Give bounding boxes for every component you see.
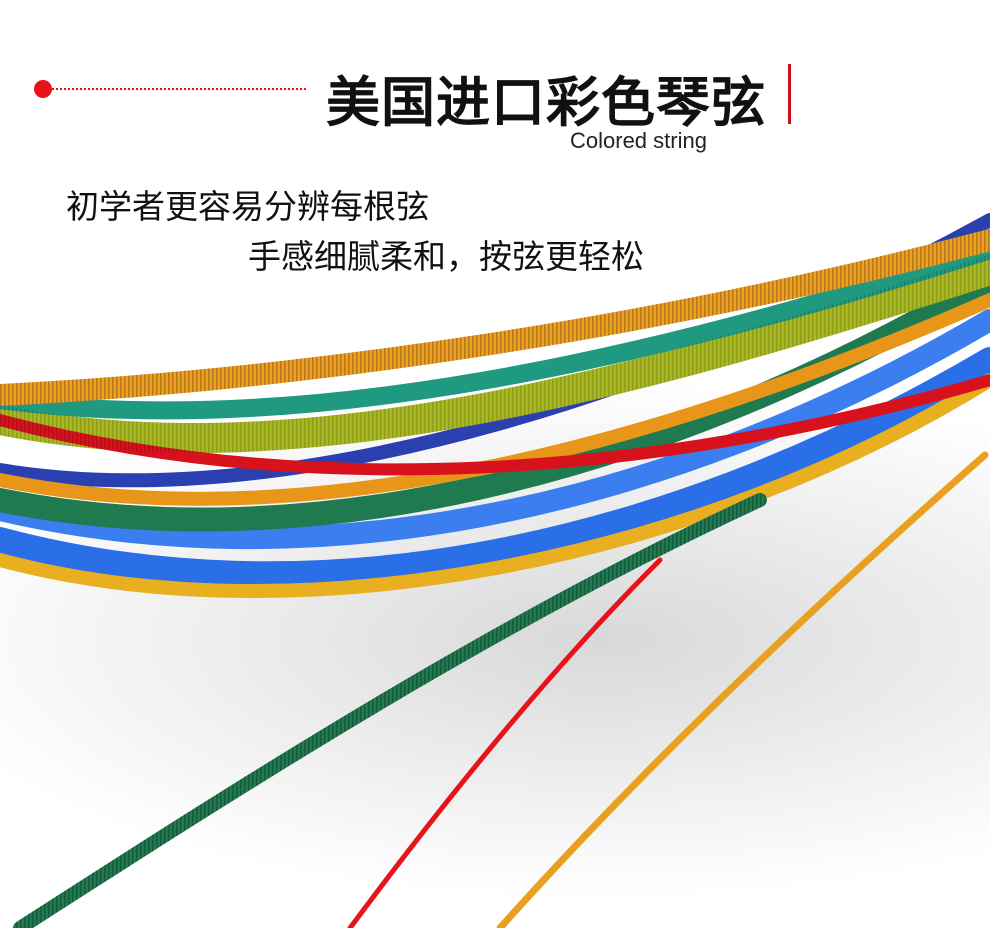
title-dotted-line	[52, 88, 306, 90]
string-gold-diagonal	[496, 451, 989, 928]
feature-text-1: 初学者更容易分辨每根弦	[66, 187, 429, 226]
feature-text-2: 手感细腻柔和，按弦更轻松	[248, 237, 644, 276]
string-blue-2	[0, 309, 990, 550]
title-bullet-dot	[34, 80, 52, 98]
title-accent-bar	[788, 64, 791, 124]
string-teal	[0, 241, 990, 420]
page-subtitle: Colored string	[570, 128, 707, 153]
page-title: 美国进口彩色琴弦	[326, 71, 766, 134]
string-blue	[0, 347, 990, 588]
string-gold	[0, 373, 990, 598]
string-red-diagonal	[347, 557, 663, 928]
